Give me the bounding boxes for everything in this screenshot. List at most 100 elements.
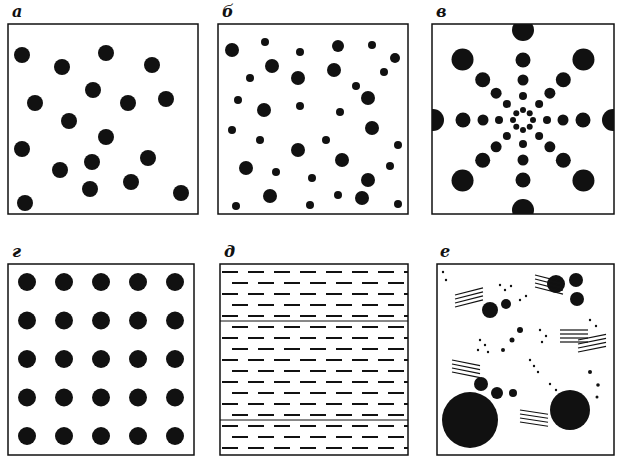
particle-dot <box>501 299 511 309</box>
panel-frame <box>8 24 198 214</box>
fine-dot <box>519 299 521 301</box>
fiber-dash <box>326 381 342 383</box>
fiber-dash <box>352 315 368 317</box>
particle-dot <box>386 162 394 170</box>
particle-dot <box>166 350 184 368</box>
fiber-dash <box>352 271 368 273</box>
fiber-dash <box>404 315 408 317</box>
particle-dot <box>588 370 592 374</box>
fiber-dash <box>388 414 404 416</box>
fiber-dash <box>300 403 316 405</box>
fiber-dash <box>310 304 326 306</box>
particle-dot <box>394 141 402 149</box>
fiber-dash <box>300 293 316 295</box>
fiber-dash <box>248 337 264 339</box>
particle-dot <box>61 113 77 129</box>
fiber-dash <box>326 293 342 295</box>
fiber-dash <box>258 348 274 350</box>
fiber-dash <box>222 403 238 405</box>
panel-letter: в <box>436 4 447 20</box>
fiber-dash <box>326 425 342 427</box>
fiber-dash <box>284 370 300 372</box>
hatch-line <box>520 410 548 414</box>
particle-dot <box>322 136 330 144</box>
particle-dot <box>225 43 239 57</box>
panel-letter: а <box>12 4 22 20</box>
fine-dot <box>499 284 501 286</box>
particle-dot <box>92 427 110 445</box>
hatch-line <box>560 329 588 330</box>
particle-dot <box>501 348 505 352</box>
fiber-dash <box>404 337 408 339</box>
hatch-line <box>455 292 483 299</box>
panel-letter: г <box>12 244 21 260</box>
fiber-dash <box>352 403 368 405</box>
fiber-dash <box>388 304 404 306</box>
particle-dot <box>129 389 147 407</box>
particle-dot <box>510 338 515 343</box>
fiber-dash <box>352 447 368 449</box>
fiber-dash <box>274 271 290 273</box>
fiber-dash <box>258 326 274 328</box>
hatch-line <box>535 279 563 286</box>
fiber-dash <box>274 403 290 405</box>
particle-dot <box>257 103 271 117</box>
particle-dot <box>166 312 184 330</box>
particle-dot <box>14 141 30 157</box>
fine-dot <box>529 359 531 361</box>
particle-dot <box>512 24 534 41</box>
fine-dot <box>525 295 527 297</box>
particle-dot <box>569 273 583 287</box>
fiber-dash <box>274 447 290 449</box>
particle-dot <box>361 91 375 105</box>
particle-dot <box>519 92 527 100</box>
fiber-dash <box>232 326 248 328</box>
fine-dot <box>484 344 486 346</box>
fiber-dash <box>310 326 326 328</box>
particle-dot <box>543 116 551 124</box>
particle-dot <box>265 59 279 73</box>
particle-dot <box>527 110 533 116</box>
fiber-dash <box>258 436 274 438</box>
particle-dot <box>55 427 73 445</box>
fiber-dash <box>362 326 378 328</box>
particle-dot <box>513 124 519 130</box>
fiber-dash <box>248 447 264 449</box>
fiber-dash <box>388 326 404 328</box>
particle-dot <box>92 312 110 330</box>
fiber-dash <box>352 381 368 383</box>
particle-dot <box>144 57 160 73</box>
particle-dot <box>296 48 304 56</box>
particle-dot <box>166 389 184 407</box>
fiber-dash <box>362 282 378 284</box>
particle-dot <box>129 273 147 291</box>
particle-dot <box>432 109 444 131</box>
fiber-dash <box>336 348 352 350</box>
fiber-dash <box>284 326 300 328</box>
panel-letter: б <box>222 4 234 20</box>
hatch-line <box>520 418 548 422</box>
fiber-dash <box>404 293 408 295</box>
fiber-dash <box>378 293 394 295</box>
fiber-dash <box>222 271 238 273</box>
fine-dot <box>539 329 541 331</box>
fiber-dash <box>326 271 342 273</box>
particle-dot <box>556 72 571 87</box>
fiber-dash <box>248 293 264 295</box>
hatch-line <box>578 346 606 352</box>
fiber-dash <box>310 348 326 350</box>
fiber-dash <box>310 282 326 284</box>
particle-dot <box>513 110 519 116</box>
particle-dot <box>246 74 254 82</box>
fiber-dash <box>362 414 378 416</box>
hatch-line <box>452 372 480 378</box>
particle-dot <box>380 68 388 76</box>
particle-dot <box>18 350 36 368</box>
fiber-dash <box>336 436 352 438</box>
fiber-dash <box>248 381 264 383</box>
panel-frame <box>437 264 614 455</box>
particle-dot <box>52 162 68 178</box>
fine-dot <box>555 389 557 391</box>
particle-dot <box>509 389 517 397</box>
